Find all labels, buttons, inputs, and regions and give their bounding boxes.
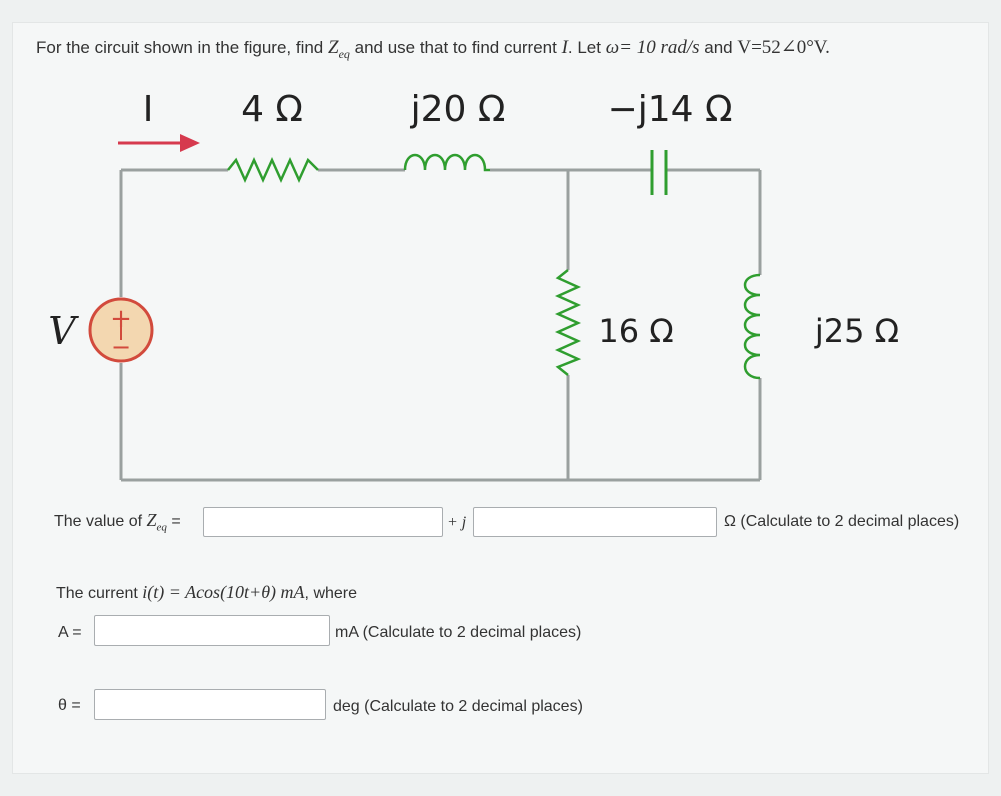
omega-value: ω= 10 rad/s [605, 37, 700, 58]
source-label: V [48, 309, 79, 353]
resistor-16ohm [554, 269, 582, 376]
voltage-source [88, 297, 154, 363]
capacitor-neg-j14 [650, 150, 668, 195]
question-card [12, 22, 989, 774]
circuit-diagram: + − I 4 Ω j20 Ω −j14 Ω V 16 Ω j25 Ω [48, 89, 899, 482]
source-minus-sign: − [111, 333, 131, 361]
plus-j-label: + j [447, 514, 467, 531]
inductor-j25 [743, 273, 761, 380]
a-units-hint: mA (Calculate to 2 decimal places) [335, 624, 582, 641]
theta-input[interactable] [94, 689, 326, 720]
problem-text-3: . Let [567, 38, 606, 57]
a-input[interactable] [94, 615, 330, 646]
a-label: A = [58, 624, 82, 641]
c1-label: −j14 Ω [608, 89, 733, 130]
theta-units-hint: deg (Calculate to 2 decimal places) [333, 698, 583, 715]
r1-label: 4 Ω [241, 89, 303, 130]
current-description: The current i(t) = Acos(10t+θ) mA, where [56, 582, 358, 602]
circuit-wires [119, 168, 762, 482]
problem-text-2: and use that to find current [349, 38, 562, 57]
source-plus-sign: + [110, 304, 132, 334]
zeq-imag-input[interactable] [473, 507, 717, 537]
problem-text-4: and [699, 38, 738, 57]
zeq-prompt: The value of Zeq = [54, 510, 181, 534]
zeq-units-hint: Ω (Calculate to 2 decimal places) [724, 513, 960, 530]
theta-label: θ = [58, 697, 81, 714]
current-symbol: I [561, 37, 568, 58]
l1-label: j20 Ω [410, 89, 506, 130]
zeq-symbol: Zeq [327, 37, 350, 61]
inductor-j20 [403, 153, 490, 172]
r2-label: 16 Ω [598, 312, 673, 350]
current-arrow [118, 134, 200, 152]
l2-label: j25 Ω [814, 312, 899, 350]
voltage-value: V=52∠0°V. [737, 37, 830, 58]
current-label: I [143, 89, 154, 130]
problem-text-1: For the circuit shown in the figure, fin… [36, 38, 328, 57]
resistor-4ohm [227, 156, 319, 184]
problem-statement: For the circuit shown in the figure, fin… [36, 36, 830, 62]
zeq-real-input[interactable] [203, 507, 443, 537]
